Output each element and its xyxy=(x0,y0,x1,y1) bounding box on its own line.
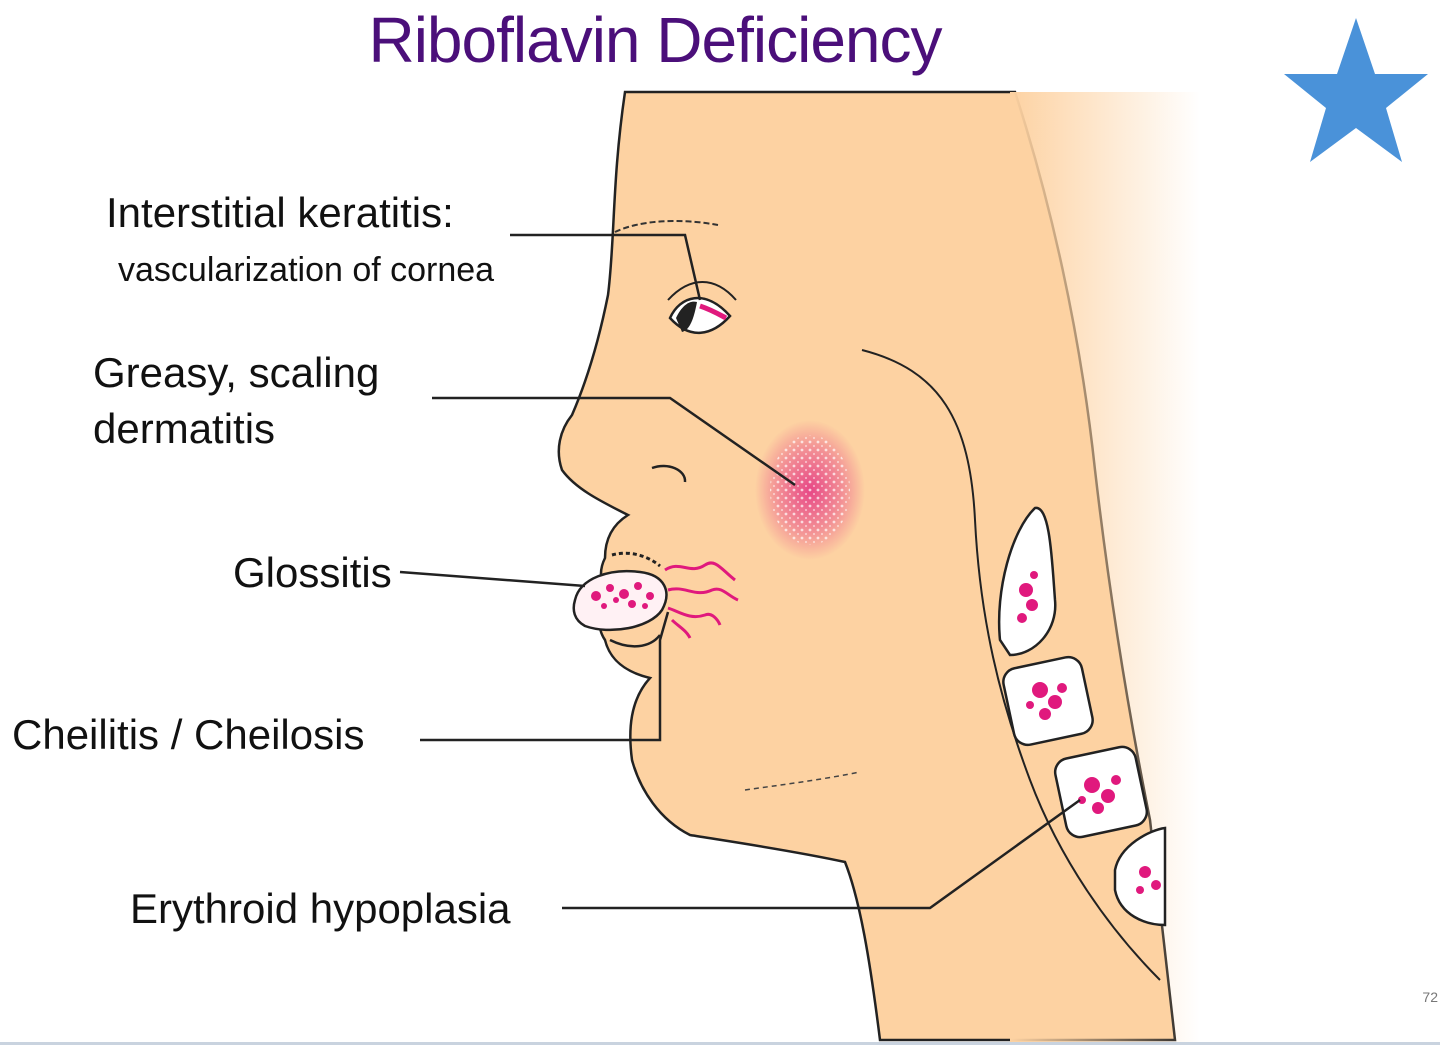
jaw-line xyxy=(744,771,861,791)
vertebrae xyxy=(997,506,1167,927)
lip-fissures xyxy=(664,561,739,639)
label-glossitis: Glossitis xyxy=(233,549,392,596)
cheek-scale xyxy=(770,435,850,545)
slide-title: Riboflavin Deficiency xyxy=(368,4,942,76)
label-dermatitis-line2: dermatitis xyxy=(93,405,276,452)
slide-number: 72 xyxy=(1422,989,1438,1005)
bottom-rule xyxy=(0,1042,1440,1045)
eyebrow xyxy=(614,219,719,233)
eye-redness xyxy=(699,303,728,321)
label-dermatitis-line1: Greasy, scaling xyxy=(93,349,380,396)
tongue xyxy=(572,569,668,632)
lower-lip xyxy=(609,634,661,648)
leader-lines xyxy=(399,233,1081,910)
keratitis-leader xyxy=(510,233,702,301)
tongue-lesions xyxy=(591,582,654,609)
glossitis-leader xyxy=(399,570,586,588)
dermatitis-leader xyxy=(432,396,796,487)
label-keratitis: Interstitial keratitis: xyxy=(106,189,454,236)
erythroid-leader xyxy=(562,798,1081,910)
label-erythroid: Erythroid hypoplasia xyxy=(130,885,511,932)
neck-contour xyxy=(861,349,1161,981)
label-cheilitis: Cheilitis / Cheilosis xyxy=(12,711,365,758)
marrow-lesions xyxy=(1017,571,1161,894)
pupil xyxy=(676,301,697,332)
star-icon xyxy=(1284,18,1428,162)
cheilitis-leader xyxy=(420,611,670,742)
eyelid xyxy=(667,281,737,301)
label-keratitis-sub: vascularization of cornea xyxy=(118,251,495,289)
nostril xyxy=(651,464,687,483)
